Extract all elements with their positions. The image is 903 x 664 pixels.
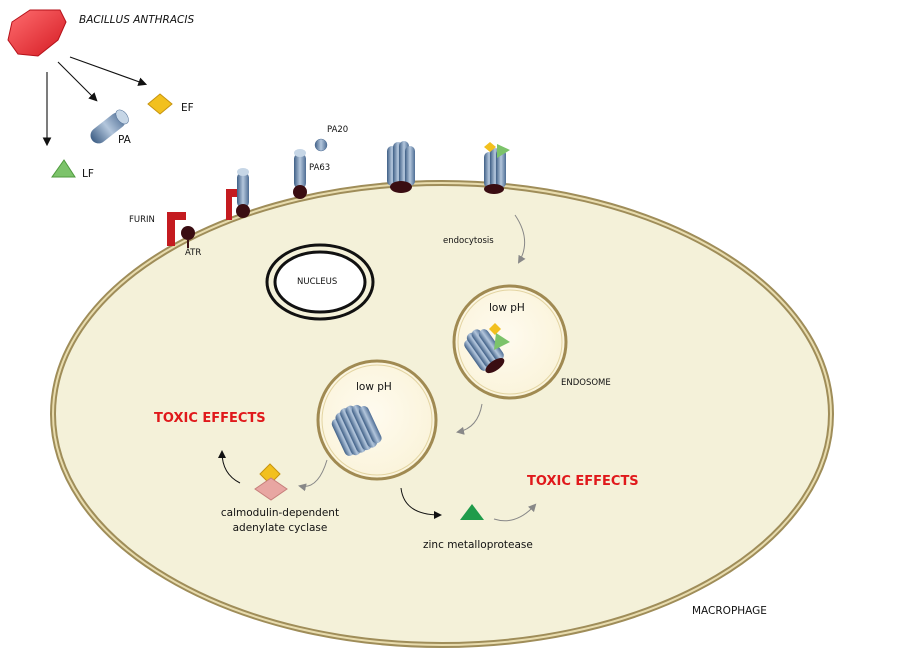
toxic-effects-left: TOXIC EFFECTS <box>154 411 266 426</box>
calmodulin-label-line1: calmodulin-dependent <box>220 507 340 519</box>
endocytosis-arrow <box>514 214 526 264</box>
endosome-ef <box>489 323 501 335</box>
bacillus-anthracis-cell <box>7 9 67 57</box>
pa63-bound <box>293 149 307 199</box>
arrow-to-ef <box>69 56 148 86</box>
ef-release-arrow <box>298 459 328 492</box>
low-ph-endosome-label: low pH <box>489 302 525 314</box>
pa-bound-furin <box>226 168 250 220</box>
macrophage-label: MACROPHAGE <box>692 605 767 617</box>
lf-release-arrow <box>400 487 442 519</box>
atr-label: ATR <box>185 248 202 258</box>
nucleus <box>265 243 375 321</box>
macrophage-cell <box>50 180 834 648</box>
endosome-lf <box>494 333 510 350</box>
ef-toxic-arrow <box>218 450 241 484</box>
endocytosis-label: endocytosis <box>443 236 494 246</box>
endosome-label: ENDOSOME <box>561 378 611 388</box>
organism-label: BACILLUS ANTHRACIS <box>79 14 195 26</box>
low-ph-vesicle-label: low pH <box>356 381 392 393</box>
arrow-to-pa <box>57 61 98 102</box>
pa-label: PA <box>118 134 131 146</box>
nucleus-label: NUCLEUS <box>297 277 338 287</box>
ef-label: EF <box>181 102 194 114</box>
calmodulin-label-line2: adenylate cyclase <box>232 522 328 534</box>
pa20-fragment <box>314 138 328 152</box>
pa-heptamer <box>387 141 415 193</box>
zinc-metalloprotease-triangle <box>460 504 484 520</box>
ef-diamond <box>147 93 173 115</box>
pa63-label: PA63 <box>309 163 331 173</box>
lf-triangle <box>51 159 76 178</box>
lf-label: LF <box>82 168 94 180</box>
lf-toxic-arrow <box>493 503 537 522</box>
vesicle-heptamer <box>331 404 382 456</box>
endosome-to-vesicle-arrow <box>456 403 483 435</box>
adenylate-cyclase-shape <box>254 477 288 501</box>
pa20-label: PA20 <box>327 125 349 135</box>
toxic-effects-right: TOXIC EFFECTS <box>527 474 639 489</box>
pa-heptamer-with-ef-lf <box>484 142 510 194</box>
furin-receptor <box>167 212 195 248</box>
zinc-label: zinc metalloprotease <box>423 539 533 551</box>
furin-label: FURIN <box>129 215 155 225</box>
endosome-heptamer <box>464 329 505 374</box>
pa-protein <box>90 109 129 144</box>
